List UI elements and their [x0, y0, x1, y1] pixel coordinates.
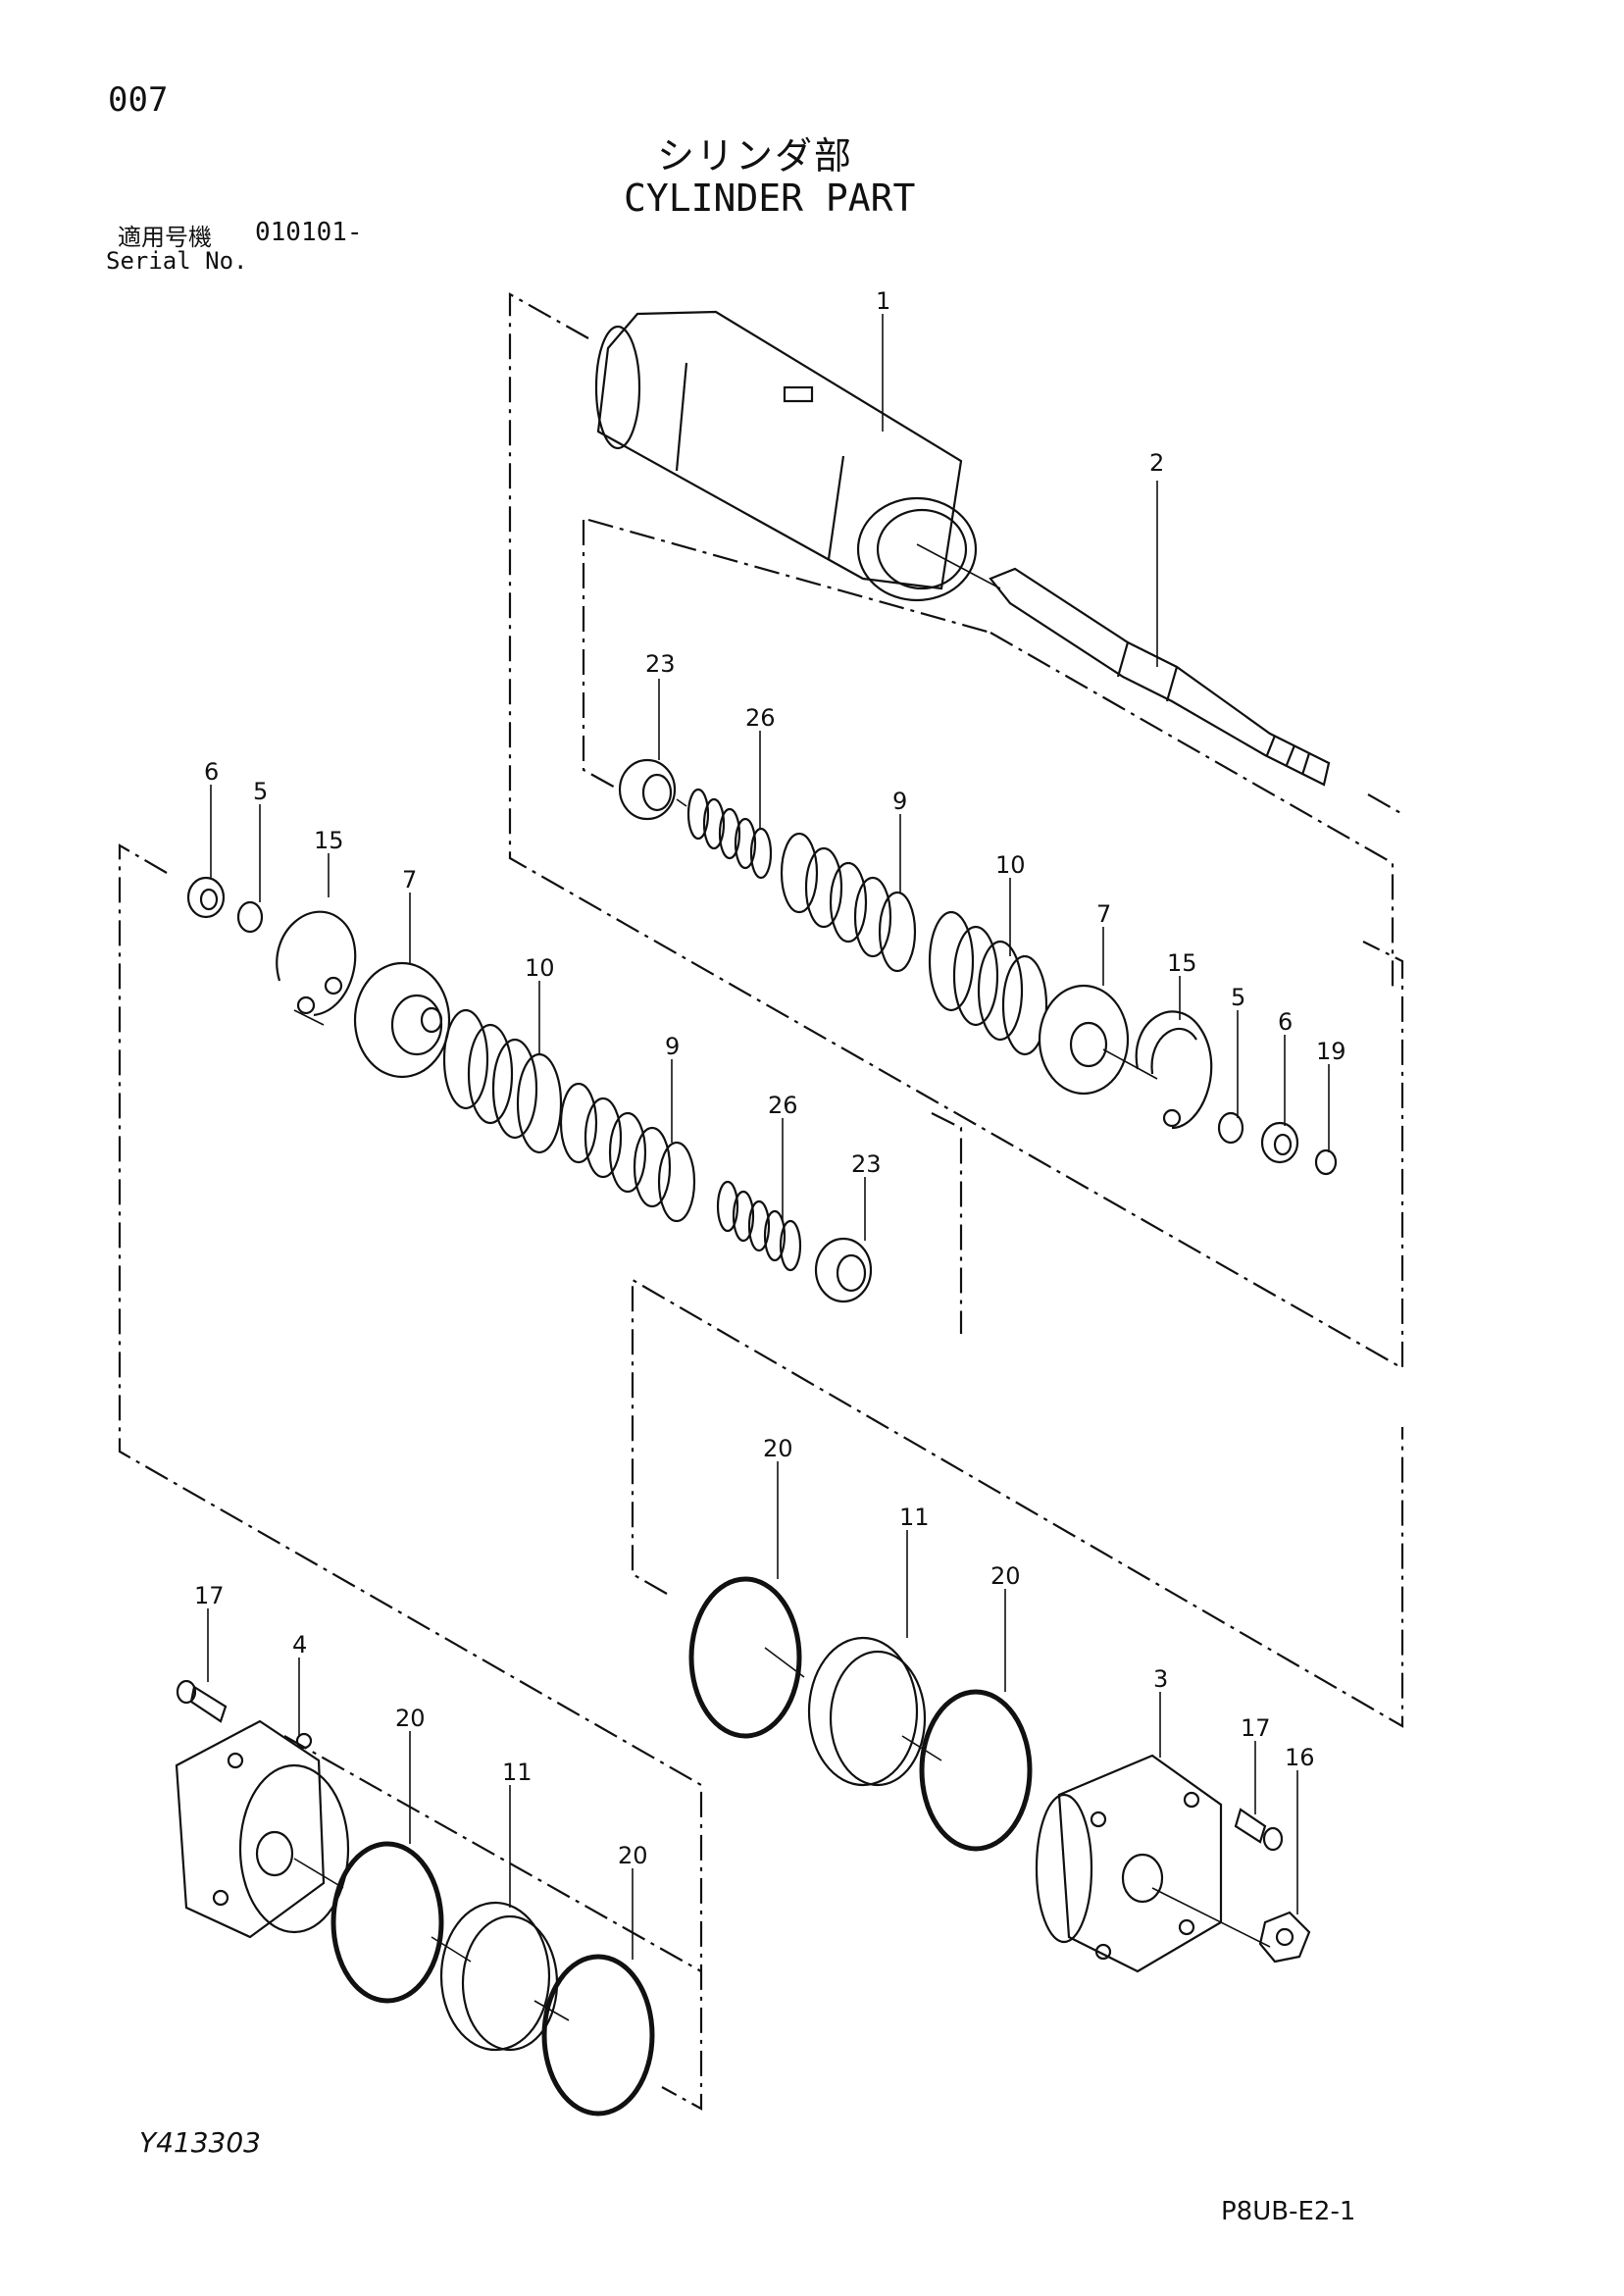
assembly-frame-upper: [508, 292, 1404, 1370]
callout-2: 2: [1149, 449, 1164, 477]
callout-20: 20: [618, 1842, 648, 1869]
o-ring-19: [1314, 1148, 1338, 1176]
sleeve-11-left: [439, 1901, 559, 2052]
serial-label-english: Serial No.: [106, 247, 248, 275]
sleeve-11-right: [807, 1636, 927, 1787]
spring-9-lower: [559, 1082, 696, 1223]
callout-16: 16: [1285, 1744, 1315, 1771]
callout-26: 26: [768, 1092, 798, 1119]
callout-9: 9: [892, 788, 907, 815]
cover-4: [175, 1719, 350, 1939]
snap-ring-15-upper: [1135, 1010, 1213, 1130]
title-english: CYLINDER PART: [624, 177, 916, 220]
callout-6: 6: [1278, 1008, 1293, 1036]
title-japanese: シリンダ部: [657, 134, 854, 178]
shaft-part-2: [989, 567, 1331, 787]
callout-11: 11: [502, 1759, 533, 1786]
cover-3: [1035, 1754, 1223, 1973]
o-ring-20-left-b: [541, 1954, 655, 2117]
callout-15: 15: [1167, 949, 1197, 977]
callout-11: 11: [899, 1504, 930, 1531]
spring-seat-7-upper: [1038, 984, 1130, 1096]
callout-10: 10: [525, 954, 555, 982]
callout-labels: 1 2 23 26 9 10 7 15 5 6 19 6 5 15 7 10 9…: [194, 287, 1346, 1869]
callout-3: 3: [1153, 1665, 1168, 1693]
spring-26-lower: [716, 1180, 802, 1272]
collar-5-upper: [1217, 1111, 1244, 1145]
page-number: 007: [108, 80, 169, 120]
spring-26-upper: [686, 788, 773, 880]
assembly-frame-lower-right: [631, 1278, 1404, 1728]
spring-10-lower: [442, 1008, 563, 1154]
callout-4: 4: [292, 1631, 307, 1658]
serial-value: 010101-: [255, 218, 363, 247]
assembly-frame-inner-spring: [582, 518, 1395, 991]
callout-7: 7: [402, 866, 417, 893]
callout-26: 26: [745, 704, 776, 732]
callout-20: 20: [395, 1705, 426, 1732]
collar-5-lower: [236, 900, 264, 934]
snap-ring-15-lower: [276, 910, 357, 1017]
serial-label-japanese: 適用号機: [118, 224, 212, 251]
callout-5: 5: [1231, 984, 1245, 1011]
callout-15: 15: [314, 827, 344, 854]
callout-5: 5: [253, 778, 268, 805]
assembly-frame-left: [118, 843, 963, 2111]
bolt-17-right: [1234, 1808, 1284, 1852]
callout-17: 17: [1241, 1714, 1271, 1742]
assembly-frame-lower-left: [283, 1735, 702, 1972]
spring-seat-23-upper: [618, 758, 677, 821]
callout-17: 17: [194, 1582, 225, 1609]
bushing-6-lower: [186, 876, 226, 919]
cylinder-part-1: [594, 310, 978, 602]
callout-9: 9: [665, 1033, 680, 1060]
drawing-id: Y413303: [139, 2126, 261, 2159]
callout-10: 10: [995, 851, 1026, 879]
callout-20: 20: [990, 1562, 1021, 1590]
spring-seat-23-lower: [814, 1237, 873, 1303]
bushing-6-upper: [1260, 1121, 1299, 1164]
callout-6: 6: [204, 758, 219, 786]
part-code: P8UB-E2-1: [1221, 2197, 1356, 2226]
callout-19: 19: [1316, 1038, 1346, 1065]
spring-9-upper: [780, 832, 917, 973]
callout-1: 1: [876, 287, 890, 315]
callout-7: 7: [1096, 900, 1111, 928]
o-ring-20-right-b: [919, 1689, 1033, 1852]
spring-10-upper: [928, 910, 1048, 1056]
spring-seat-7-lower: [353, 961, 451, 1079]
o-ring-20-left-a: [330, 1841, 444, 2004]
bolt-17-left: [176, 1679, 228, 1723]
callout-20: 20: [763, 1435, 793, 1462]
o-ring-20-right-a: [688, 1576, 802, 1739]
callout-23: 23: [645, 650, 676, 678]
nut-16: [1258, 1911, 1311, 1964]
callout-23: 23: [851, 1150, 882, 1178]
